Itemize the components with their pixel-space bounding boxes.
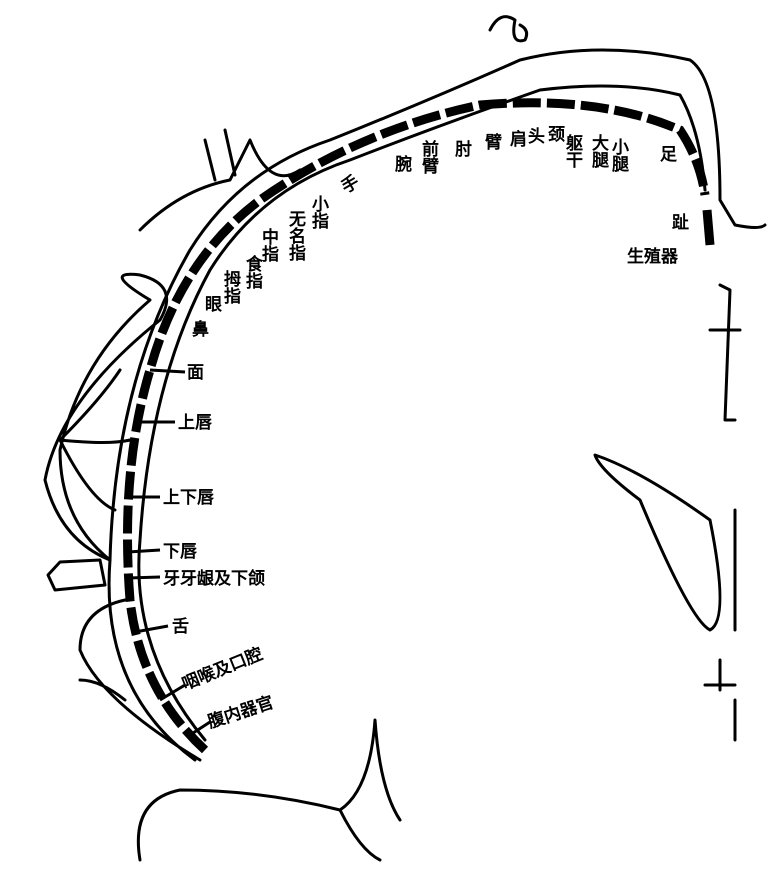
label-index-finger: 食指 xyxy=(242,254,263,290)
label-wrist: 腕 xyxy=(395,154,412,175)
label-elbow: 肘 xyxy=(455,140,472,160)
label-hand: 手 xyxy=(338,171,363,198)
homunculus-figure-outline xyxy=(43,15,767,862)
label-thumb: 拇指 xyxy=(220,269,241,305)
label-toes: 趾 xyxy=(672,212,689,233)
genital-strip xyxy=(702,209,715,246)
label-head: 头 xyxy=(528,127,545,147)
label-trunk: 躯干 xyxy=(562,133,584,169)
label-little-finger: 小指 xyxy=(308,195,329,230)
label-lower-lip: 下唇 xyxy=(163,542,198,562)
label-nose: 鼻 xyxy=(192,319,209,340)
label-upper-lip: 上唇 xyxy=(178,413,213,433)
label-abdominal-organs: 腹内器官 xyxy=(205,692,276,733)
label-genitals: 生殖器 xyxy=(627,246,679,267)
cortex-strip xyxy=(123,98,710,754)
label-eye: 眼 xyxy=(205,295,222,315)
label-pharynx-mouth: 咽喉及口腔 xyxy=(179,643,266,694)
label-neck: 颈 xyxy=(548,125,565,145)
label-tongue: 舌 xyxy=(172,616,189,637)
label-lips: 上下唇 xyxy=(163,488,215,508)
label-forearm: 前臂 xyxy=(418,139,440,175)
label-leader-lines xyxy=(127,368,211,737)
label-ring-finger: 无名指 xyxy=(285,210,307,262)
label-teeth-gums-jaw: 牙牙龈及下颌 xyxy=(163,568,265,589)
label-thigh: 大腿 xyxy=(588,133,609,169)
label-middle-finger: 中指 xyxy=(258,227,279,263)
label-arm: 臂 xyxy=(484,132,502,153)
label-shoulder: 肩 xyxy=(510,129,527,150)
label-leg: 小腿 xyxy=(608,138,629,173)
label-face: 面 xyxy=(187,363,204,383)
label-foot: 足 xyxy=(660,145,677,165)
